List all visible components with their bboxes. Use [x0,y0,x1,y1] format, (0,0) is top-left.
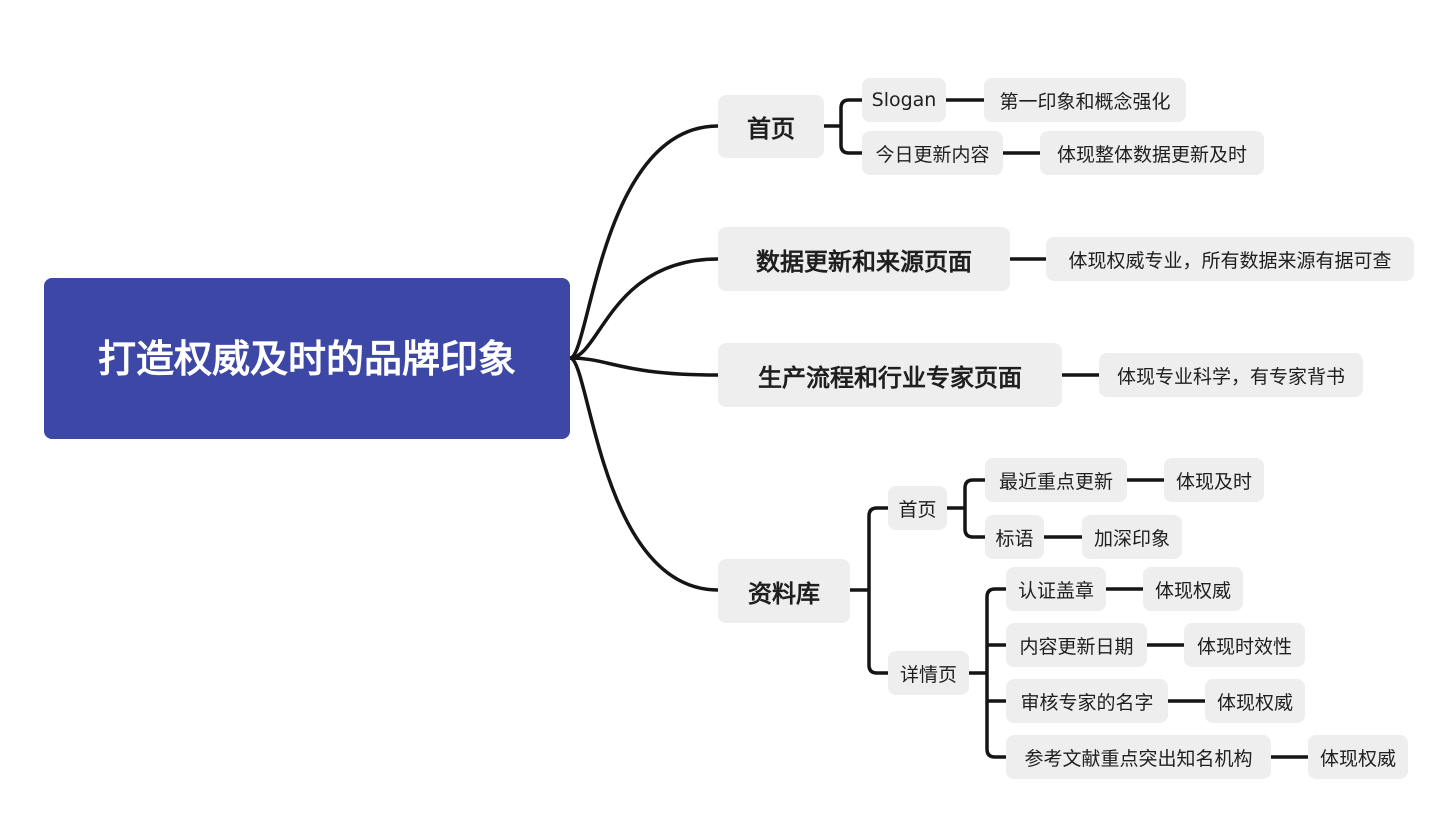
topic-reviewer-name[interactable]: 审核专家的名字 [1006,679,1168,723]
topic-certification-stamp[interactable]: 认证盖章 [1006,567,1106,611]
note-data-source-page[interactable]: 体现权威专业，所有数据来源有据可查 [1046,237,1414,281]
edge-root-production [568,356,720,377]
note-production-page[interactable]: 体现专业科学，有专家背书 [1099,353,1363,397]
topic-slogan[interactable]: Slogan [862,78,946,122]
topic-recent-updates[interactable]: 最近重点更新 [985,458,1127,502]
topic-update-date[interactable]: 内容更新日期 [1006,623,1147,667]
edge-library-bracket [848,506,890,675]
note-tagline[interactable]: 加深印象 [1082,515,1182,559]
note-certification-stamp[interactable]: 体现权威 [1143,567,1243,611]
edge-root-data-source [568,257,720,360]
edge-root-homepage [568,124,720,360]
edge-detail-bracket [967,587,1008,759]
note-slogan[interactable]: 第一印象和概念强化 [984,78,1186,122]
topic-references[interactable]: 参考文献重点突出知名机构 [1006,735,1271,779]
topic-today-updates[interactable]: 今日更新内容 [862,131,1003,175]
topic-library[interactable]: 资料库 [718,559,850,623]
note-today-updates[interactable]: 体现整体数据更新及时 [1040,131,1264,175]
topic-homepage[interactable]: 首页 [718,95,824,158]
edge-root-library [568,356,720,592]
topic-production-page[interactable]: 生产流程和行业专家页面 [718,343,1062,407]
root-topic[interactable]: 打造权威及时的品牌印象 [44,278,570,439]
note-reviewer-name[interactable]: 体现权威 [1205,679,1305,723]
note-update-date[interactable]: 体现时效性 [1184,623,1305,667]
note-references[interactable]: 体现权威 [1308,735,1408,779]
edge-library-home-bracket [945,478,987,539]
topic-detail-page[interactable]: 详情页 [888,651,969,695]
topic-tagline[interactable]: 标语 [985,515,1044,559]
topic-library-home[interactable]: 首页 [888,486,947,530]
note-recent-updates[interactable]: 体现及时 [1164,458,1264,502]
topic-data-source-page[interactable]: 数据更新和来源页面 [718,227,1010,291]
edge-homepage-bracket [822,98,864,155]
